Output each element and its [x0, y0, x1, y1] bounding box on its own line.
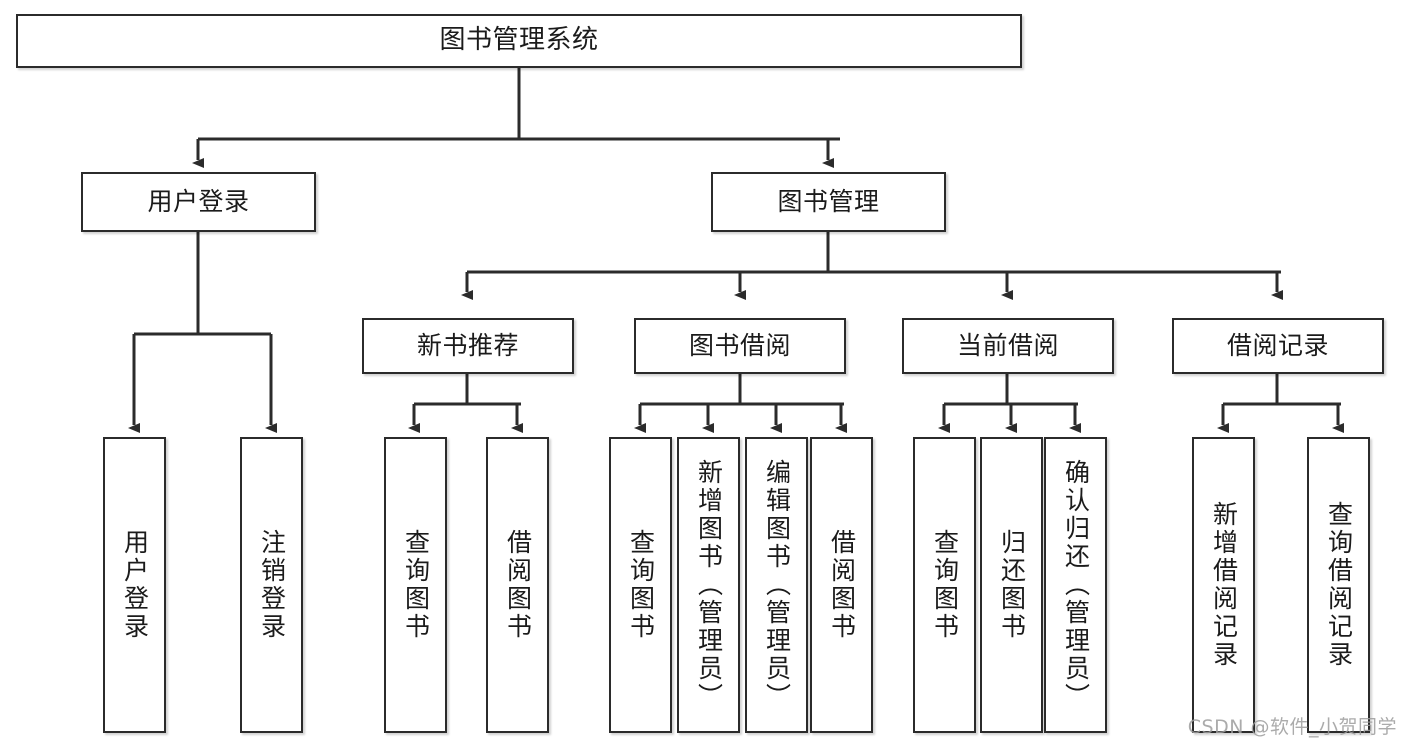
node-leaf-edit-book-label: 编辑图书（管理员）	[762, 459, 792, 711]
node-leaf-borrow-book-1[interactable]: 借阅图书	[486, 437, 549, 733]
node-user-login-label: 用户登录	[147, 187, 250, 216]
node-leaf-logout-login[interactable]: 注销登录	[240, 437, 303, 733]
node-leaf-borrow-book-2-label: 借阅图书	[827, 529, 857, 641]
node-book-borrow[interactable]: 图书借阅	[634, 318, 846, 374]
node-leaf-query-book-2[interactable]: 查询图书	[609, 437, 672, 733]
node-leaf-query-record-label: 查询借阅记录	[1324, 501, 1354, 669]
node-book-manage[interactable]: 图书管理	[711, 172, 946, 232]
node-leaf-confirm-return[interactable]: 确认归还（管理员）	[1044, 437, 1107, 733]
node-user-login[interactable]: 用户登录	[81, 172, 316, 232]
node-new-book-recommend-label: 新书推荐	[416, 331, 519, 360]
node-current-borrow-label: 当前借阅	[956, 331, 1059, 360]
node-leaf-logout-login-label: 注销登录	[257, 529, 287, 641]
node-leaf-query-book-3-label: 查询图书	[930, 529, 960, 641]
node-leaf-borrow-book-2[interactable]: 借阅图书	[810, 437, 873, 733]
node-leaf-return-book-label: 归还图书	[997, 529, 1027, 641]
node-leaf-user-login-label: 用户登录	[120, 529, 150, 641]
node-leaf-query-book-1-label: 查询图书	[401, 529, 431, 641]
node-current-borrow[interactable]: 当前借阅	[902, 318, 1114, 374]
node-root[interactable]: 图书管理系统	[16, 14, 1022, 68]
node-leaf-confirm-return-label: 确认归还（管理员）	[1061, 459, 1091, 711]
node-leaf-query-book-1[interactable]: 查询图书	[384, 437, 447, 733]
node-book-borrow-label: 图书借阅	[688, 331, 791, 360]
node-book-manage-label: 图书管理	[777, 187, 880, 216]
node-leaf-borrow-book-1-label: 借阅图书	[503, 529, 533, 641]
node-leaf-add-record-label: 新增借阅记录	[1209, 501, 1239, 669]
node-leaf-query-book-3[interactable]: 查询图书	[913, 437, 976, 733]
node-root-label: 图书管理系统	[439, 25, 599, 56]
node-leaf-user-login[interactable]: 用户登录	[103, 437, 166, 733]
node-leaf-return-book[interactable]: 归还图书	[980, 437, 1043, 733]
node-leaf-query-book-2-label: 查询图书	[626, 529, 656, 641]
node-new-book-recommend[interactable]: 新书推荐	[362, 318, 574, 374]
node-leaf-add-book[interactable]: 新增图书（管理员）	[677, 437, 740, 733]
node-borrow-record-label: 借阅记录	[1226, 331, 1329, 360]
node-leaf-query-record[interactable]: 查询借阅记录	[1307, 437, 1370, 733]
node-leaf-edit-book[interactable]: 编辑图书（管理员）	[745, 437, 808, 733]
node-leaf-add-book-label: 新增图书（管理员）	[694, 459, 724, 711]
node-borrow-record[interactable]: 借阅记录	[1172, 318, 1384, 374]
node-leaf-add-record[interactable]: 新增借阅记录	[1192, 437, 1255, 733]
csdn-watermark: CSDN @软件_小贺同学	[1187, 716, 1397, 738]
